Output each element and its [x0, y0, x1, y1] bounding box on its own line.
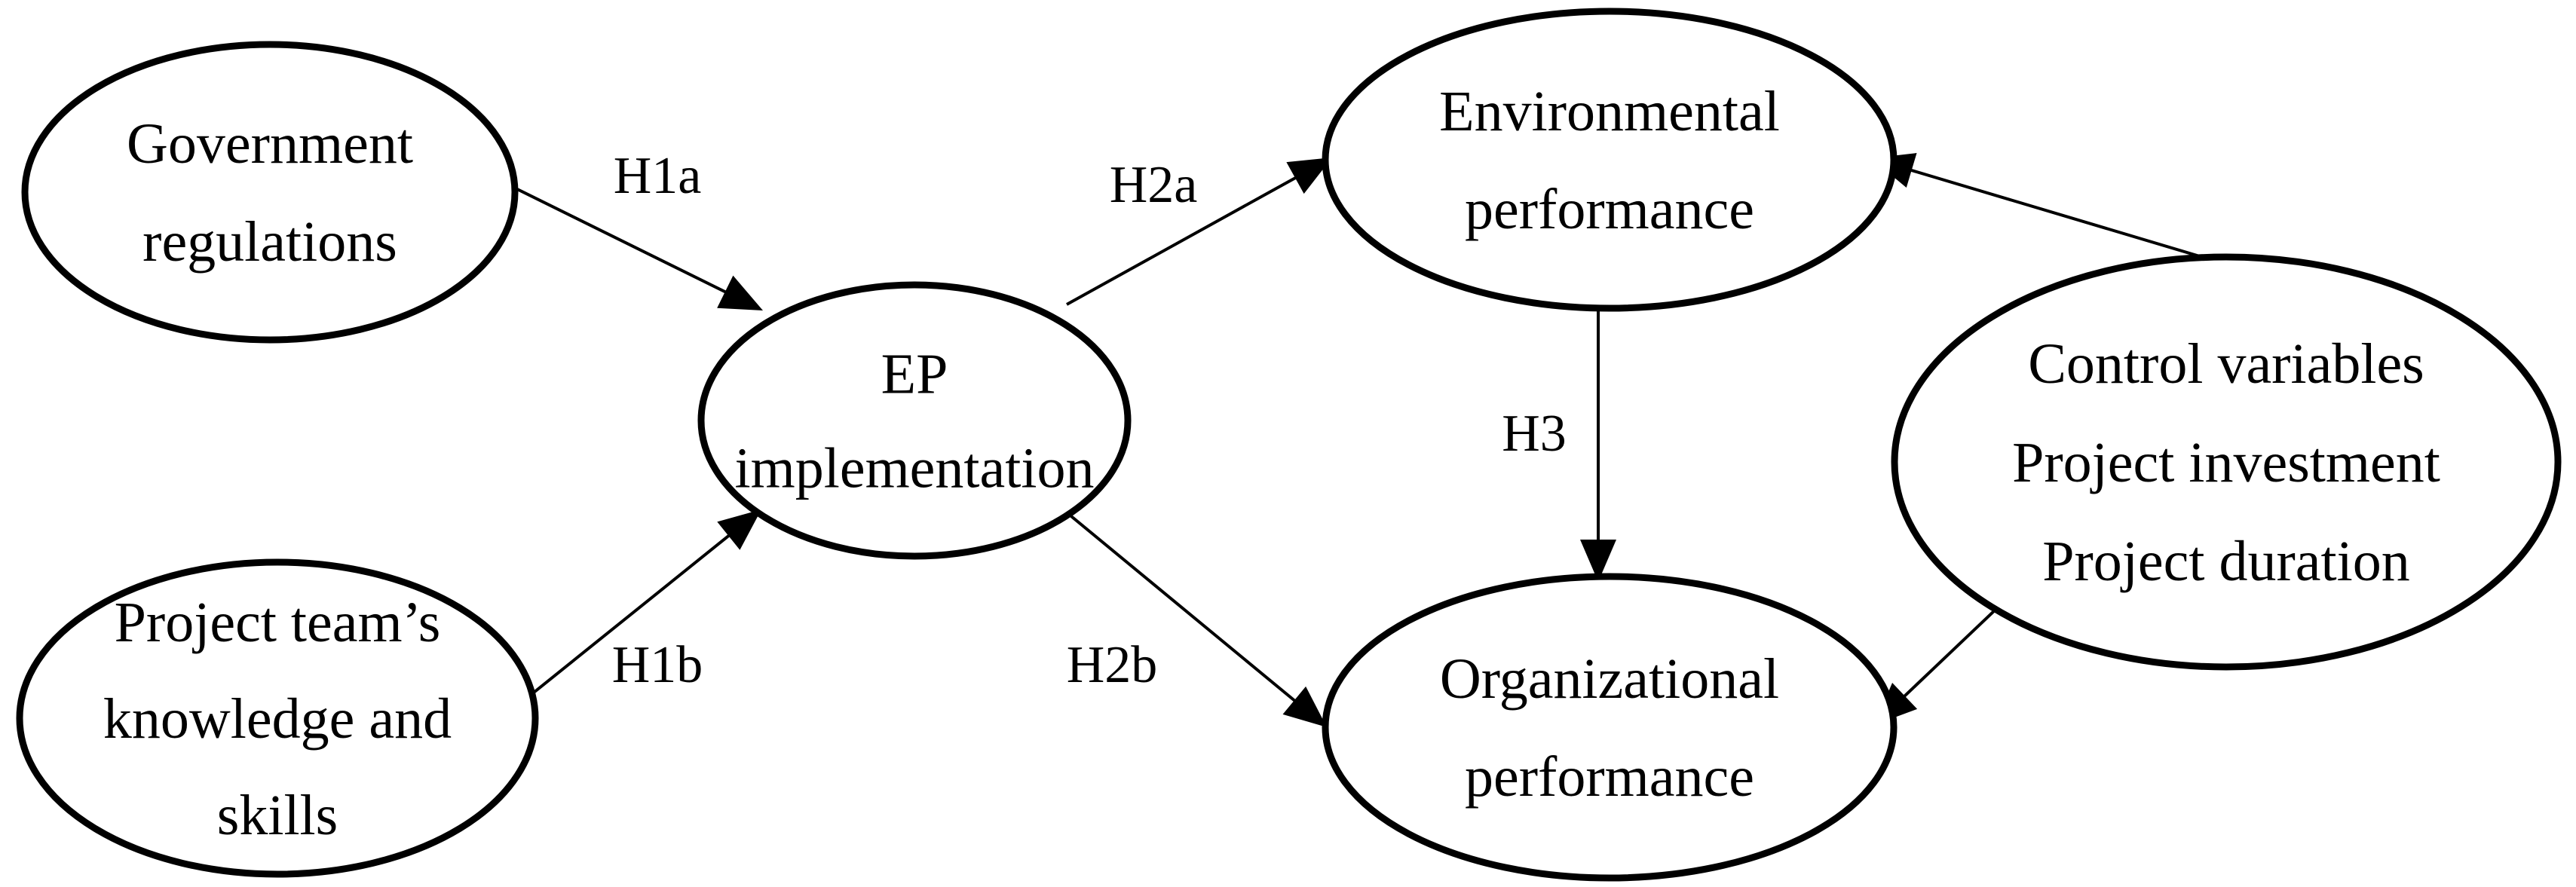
arrowhead-h3	[1580, 540, 1616, 582]
node-label-environmental-performance-line-1: Environmental	[1439, 80, 1780, 143]
arrowhead-h2b	[1282, 686, 1327, 727]
node-project-team-knowledge: Project team’s knowledge and skills	[16, 558, 539, 878]
edge-label-h2a: H2a	[1110, 156, 1198, 214]
node-label-organizational-performance-line-1: Organizational	[1440, 647, 1779, 711]
node-label-control-variables-line-1: Control variables	[2028, 332, 2424, 396]
node-label-organizational-performance-line-2: performance	[1465, 745, 1754, 809]
node-label-control-variables-line-2: Project investment	[2012, 431, 2440, 494]
node-ellipse-project-team-knowledge	[16, 558, 539, 878]
node-label-government-regulations-line-1: Government	[127, 112, 413, 176]
node-environmental-performance: Environmental performance	[1322, 8, 1898, 312]
edge-h2b: H2b	[1061, 508, 1327, 727]
node-ellipse-ep-implementation	[697, 281, 1132, 560]
edge-control-org	[1874, 594, 2012, 725]
node-ep-implementation: EP implementation	[697, 281, 1132, 560]
node-label-project-team-knowledge-line-3: skills	[217, 784, 338, 847]
arrowhead-h2a	[1286, 158, 1332, 194]
node-label-project-team-knowledge-line-2: knowledge and	[103, 687, 452, 751]
node-ellipse-government-regulations	[21, 41, 519, 344]
node-government-regulations: Government regulations	[21, 41, 519, 344]
edge-line-control-org	[1901, 594, 2012, 699]
node-label-ep-implementation-line-1: EP	[881, 343, 948, 406]
edge-line-h2b	[1061, 508, 1298, 704]
node-ellipse-organizational-performance	[1322, 573, 1898, 882]
edge-h3: H3	[1502, 300, 1616, 582]
edge-line-h2a	[1066, 175, 1299, 306]
node-label-control-variables-line-3: Project duration	[2042, 530, 2410, 593]
edge-h2a: H2a	[1066, 156, 1332, 306]
arrowhead-h1a	[717, 275, 763, 310]
edge-control-env	[1871, 153, 2246, 271]
edge-line-control-env	[1908, 167, 2246, 271]
arrowhead-h1b	[717, 509, 761, 550]
node-organizational-performance: Organizational performance	[1322, 573, 1898, 882]
edge-h1a: H1a	[512, 147, 763, 310]
edge-label-h3: H3	[1502, 405, 1567, 463]
edge-label-h1b: H1b	[612, 636, 703, 694]
node-ellipse-control-variables	[1891, 253, 2562, 671]
edge-h1b: H1b	[517, 509, 761, 706]
node-label-government-regulations-line-2: regulations	[142, 210, 397, 274]
edge-label-h2b: H2b	[1067, 636, 1158, 694]
edge-line-h1a	[512, 185, 729, 295]
node-label-ep-implementation-line-2: implementation	[734, 437, 1094, 500]
edge-label-h1a: H1a	[614, 147, 702, 205]
edge-line-h1b	[517, 533, 732, 706]
node-label-project-team-knowledge-line-1: Project team’s	[115, 591, 441, 654]
node-ellipse-environmental-performance	[1322, 8, 1898, 312]
node-label-environmental-performance-line-2: performance	[1465, 178, 1754, 241]
